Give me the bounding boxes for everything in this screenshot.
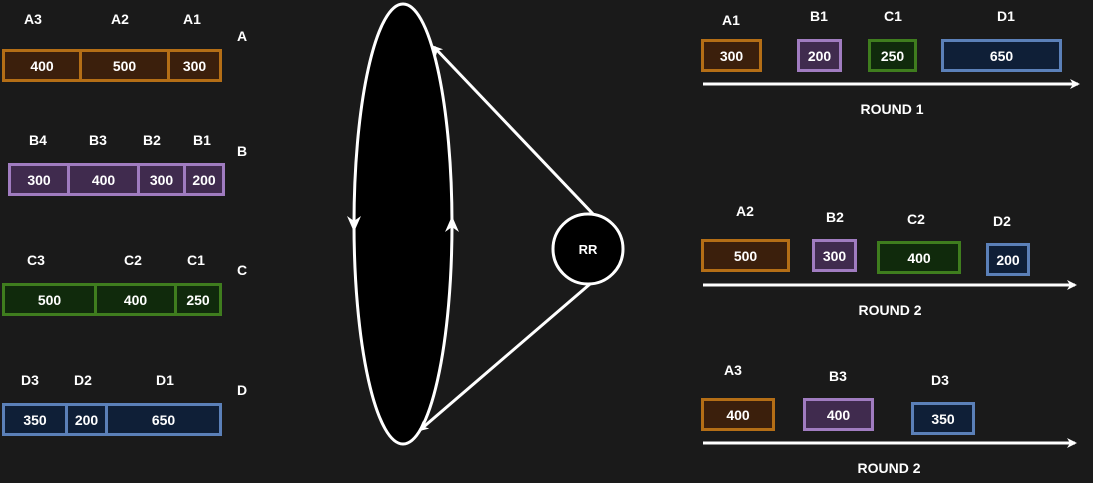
queue-c: 500 400 250 bbox=[2, 283, 222, 316]
queue-a-item-2: 300 bbox=[167, 52, 219, 79]
queue-b-label-2: B2 bbox=[143, 132, 161, 148]
queue-c-item-1: 400 bbox=[94, 286, 174, 313]
queue-a: 400 500 300 bbox=[2, 49, 222, 82]
round-3-item-2-label: D3 bbox=[931, 372, 949, 388]
round-1-item-3-label: D1 bbox=[997, 8, 1015, 24]
queue-d-item-2: 650 bbox=[105, 406, 219, 433]
queue-b-label-1: B3 bbox=[89, 132, 107, 148]
queue-a-item-1: 500 bbox=[79, 52, 167, 79]
queue-d-label-2: D1 bbox=[156, 372, 174, 388]
cycle-arrow-up-icon bbox=[445, 216, 459, 232]
queue-d-name: D bbox=[237, 382, 248, 398]
round-1-item-1: 200 bbox=[797, 39, 842, 72]
queue-b: 300 400 300 200 bbox=[8, 163, 225, 196]
round-1-item-2-label: C1 bbox=[884, 8, 902, 24]
round-3-item-2: 350 bbox=[911, 402, 975, 435]
rr-label: RR bbox=[578, 242, 598, 257]
queue-b-item-2: 300 bbox=[137, 166, 183, 193]
round-1-item-0-label: A1 bbox=[722, 12, 740, 28]
queue-b-label-0: B4 bbox=[29, 132, 47, 148]
queue-c-item-0: 500 bbox=[37, 291, 62, 308]
round-2-item-3: 200 bbox=[986, 243, 1030, 276]
queue-c-name: C bbox=[237, 262, 248, 278]
queue-a-label-0: A3 bbox=[24, 11, 42, 27]
round-3-item-0-label: A3 bbox=[724, 362, 742, 378]
queue-c-label-0: C3 bbox=[27, 252, 45, 268]
round-2-item-0-label: A2 bbox=[736, 203, 754, 219]
round-1-item-1-label: B1 bbox=[810, 8, 828, 24]
queue-a-name: A bbox=[237, 28, 248, 44]
rr-arrow-top bbox=[432, 45, 596, 217]
queue-d: 350 200 650 bbox=[2, 403, 222, 436]
queue-a-item-0: 400 bbox=[30, 57, 54, 74]
round-1-item-2: 250 bbox=[868, 39, 917, 72]
queue-c-label-2: C1 bbox=[187, 252, 205, 268]
round-3-item-1: 400 bbox=[803, 398, 874, 431]
queue-d-label-0: D3 bbox=[21, 372, 39, 388]
round-3-title: ROUND 2 bbox=[857, 460, 921, 476]
queue-a-label-2: A1 bbox=[183, 11, 201, 27]
round-2-item-3-label: D2 bbox=[993, 213, 1011, 229]
round-1-item-3: 650 bbox=[941, 39, 1062, 72]
round-2-title: ROUND 2 bbox=[858, 302, 922, 318]
round-3-item-1-label: B3 bbox=[829, 368, 847, 384]
round-3-item-0: 400 bbox=[701, 398, 775, 431]
queue-c-label-1: C2 bbox=[124, 252, 142, 268]
queue-d-item-0: 350 bbox=[23, 411, 47, 428]
queue-b-item-3: 200 bbox=[183, 166, 222, 193]
queue-d-item-1: 200 bbox=[65, 406, 105, 433]
queue-b-name: B bbox=[237, 143, 248, 159]
round-2-item-0: 500 bbox=[701, 239, 790, 272]
queue-c-item-2: 250 bbox=[174, 286, 219, 313]
round-2-item-2-label: C2 bbox=[907, 211, 925, 227]
round-2-item-1-label: B2 bbox=[826, 209, 844, 225]
round-2-item-1: 300 bbox=[812, 239, 857, 272]
rr-circle bbox=[551, 212, 625, 286]
cycle-ellipse bbox=[352, 2, 454, 446]
round-1-item-0: 300 bbox=[701, 39, 762, 72]
round-1-title: ROUND 1 bbox=[860, 101, 924, 117]
queue-d-label-1: D2 bbox=[74, 372, 92, 388]
round-2-item-2: 400 bbox=[877, 241, 961, 274]
queue-a-label-1: A2 bbox=[111, 11, 129, 27]
queue-b-item-1: 400 bbox=[67, 166, 137, 193]
queue-b-label-3: B1 bbox=[193, 132, 211, 148]
cycle-arrow-down-icon bbox=[347, 216, 361, 232]
rr-arrow-bottom bbox=[418, 282, 591, 432]
queue-b-item-0: 300 bbox=[27, 171, 51, 188]
